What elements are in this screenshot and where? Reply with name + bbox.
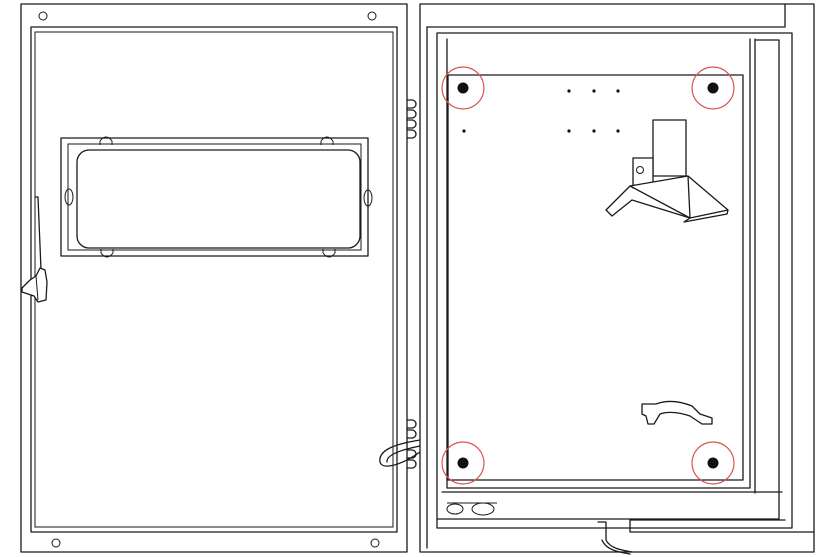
screw-icon-bottom-right [370, 538, 380, 548]
mounting-plate [447, 74, 744, 481]
window-clip-icon [363, 189, 373, 207]
mounting-hole-icon [707, 82, 719, 94]
mounting-point-top-left [441, 66, 485, 110]
mounting-hole-icon [707, 457, 719, 469]
door-latch-icon [21, 196, 48, 303]
hinge-icon-bottom [406, 419, 417, 469]
bracket-icon [605, 119, 729, 223]
door-outer-frame [20, 3, 408, 553]
mounting-hole-icon [457, 457, 469, 469]
cabinet-back-wall [446, 38, 751, 489]
window-outer-frame [60, 137, 369, 257]
window-mid-frame [67, 143, 362, 251]
hinge-icon-top [406, 99, 417, 139]
highlight-circle [441, 441, 485, 485]
cable-clamp-icon [641, 400, 713, 425]
screw-icon-top-right [367, 11, 377, 21]
cable-icon [601, 539, 631, 555]
highlight-circle [441, 66, 485, 110]
window-clip-icon [322, 249, 336, 258]
viewing-window [60, 136, 373, 258]
highlight-circle [691, 66, 735, 110]
window-clip-icon [320, 136, 334, 145]
screw-icon-bottom-left [51, 538, 61, 548]
right-panel-open-cabinet [419, 3, 815, 555]
cable-icon [386, 445, 421, 463]
door-inner-edge [34, 31, 394, 528]
window-clip-icon [100, 249, 114, 258]
window-clip-icon [99, 136, 113, 145]
cabinet-side-wall [436, 38, 780, 520]
cabinet-outer-frame [419, 3, 815, 553]
window-clip-icon [64, 188, 74, 206]
door-inner-frame [30, 26, 398, 533]
cabinet-inner-wall [436, 32, 793, 529]
left-panel-closed-door [20, 3, 421, 553]
screw-icon-top-left [38, 11, 48, 21]
cable-knockouts [446, 502, 497, 516]
cabinet-top-rim [426, 3, 786, 28]
cable-icon [597, 521, 633, 553]
cable-icon [379, 439, 421, 467]
mounting-point-top-right [691, 66, 735, 110]
window-glass [76, 149, 361, 249]
highlight-circle [691, 441, 735, 485]
mounting-point-bottom-left [441, 441, 485, 485]
mounting-hole-icon [457, 82, 469, 94]
plate-holes [462, 89, 620, 133]
cabinet-base-step [629, 519, 815, 533]
mounting-point-bottom-right [691, 441, 735, 485]
